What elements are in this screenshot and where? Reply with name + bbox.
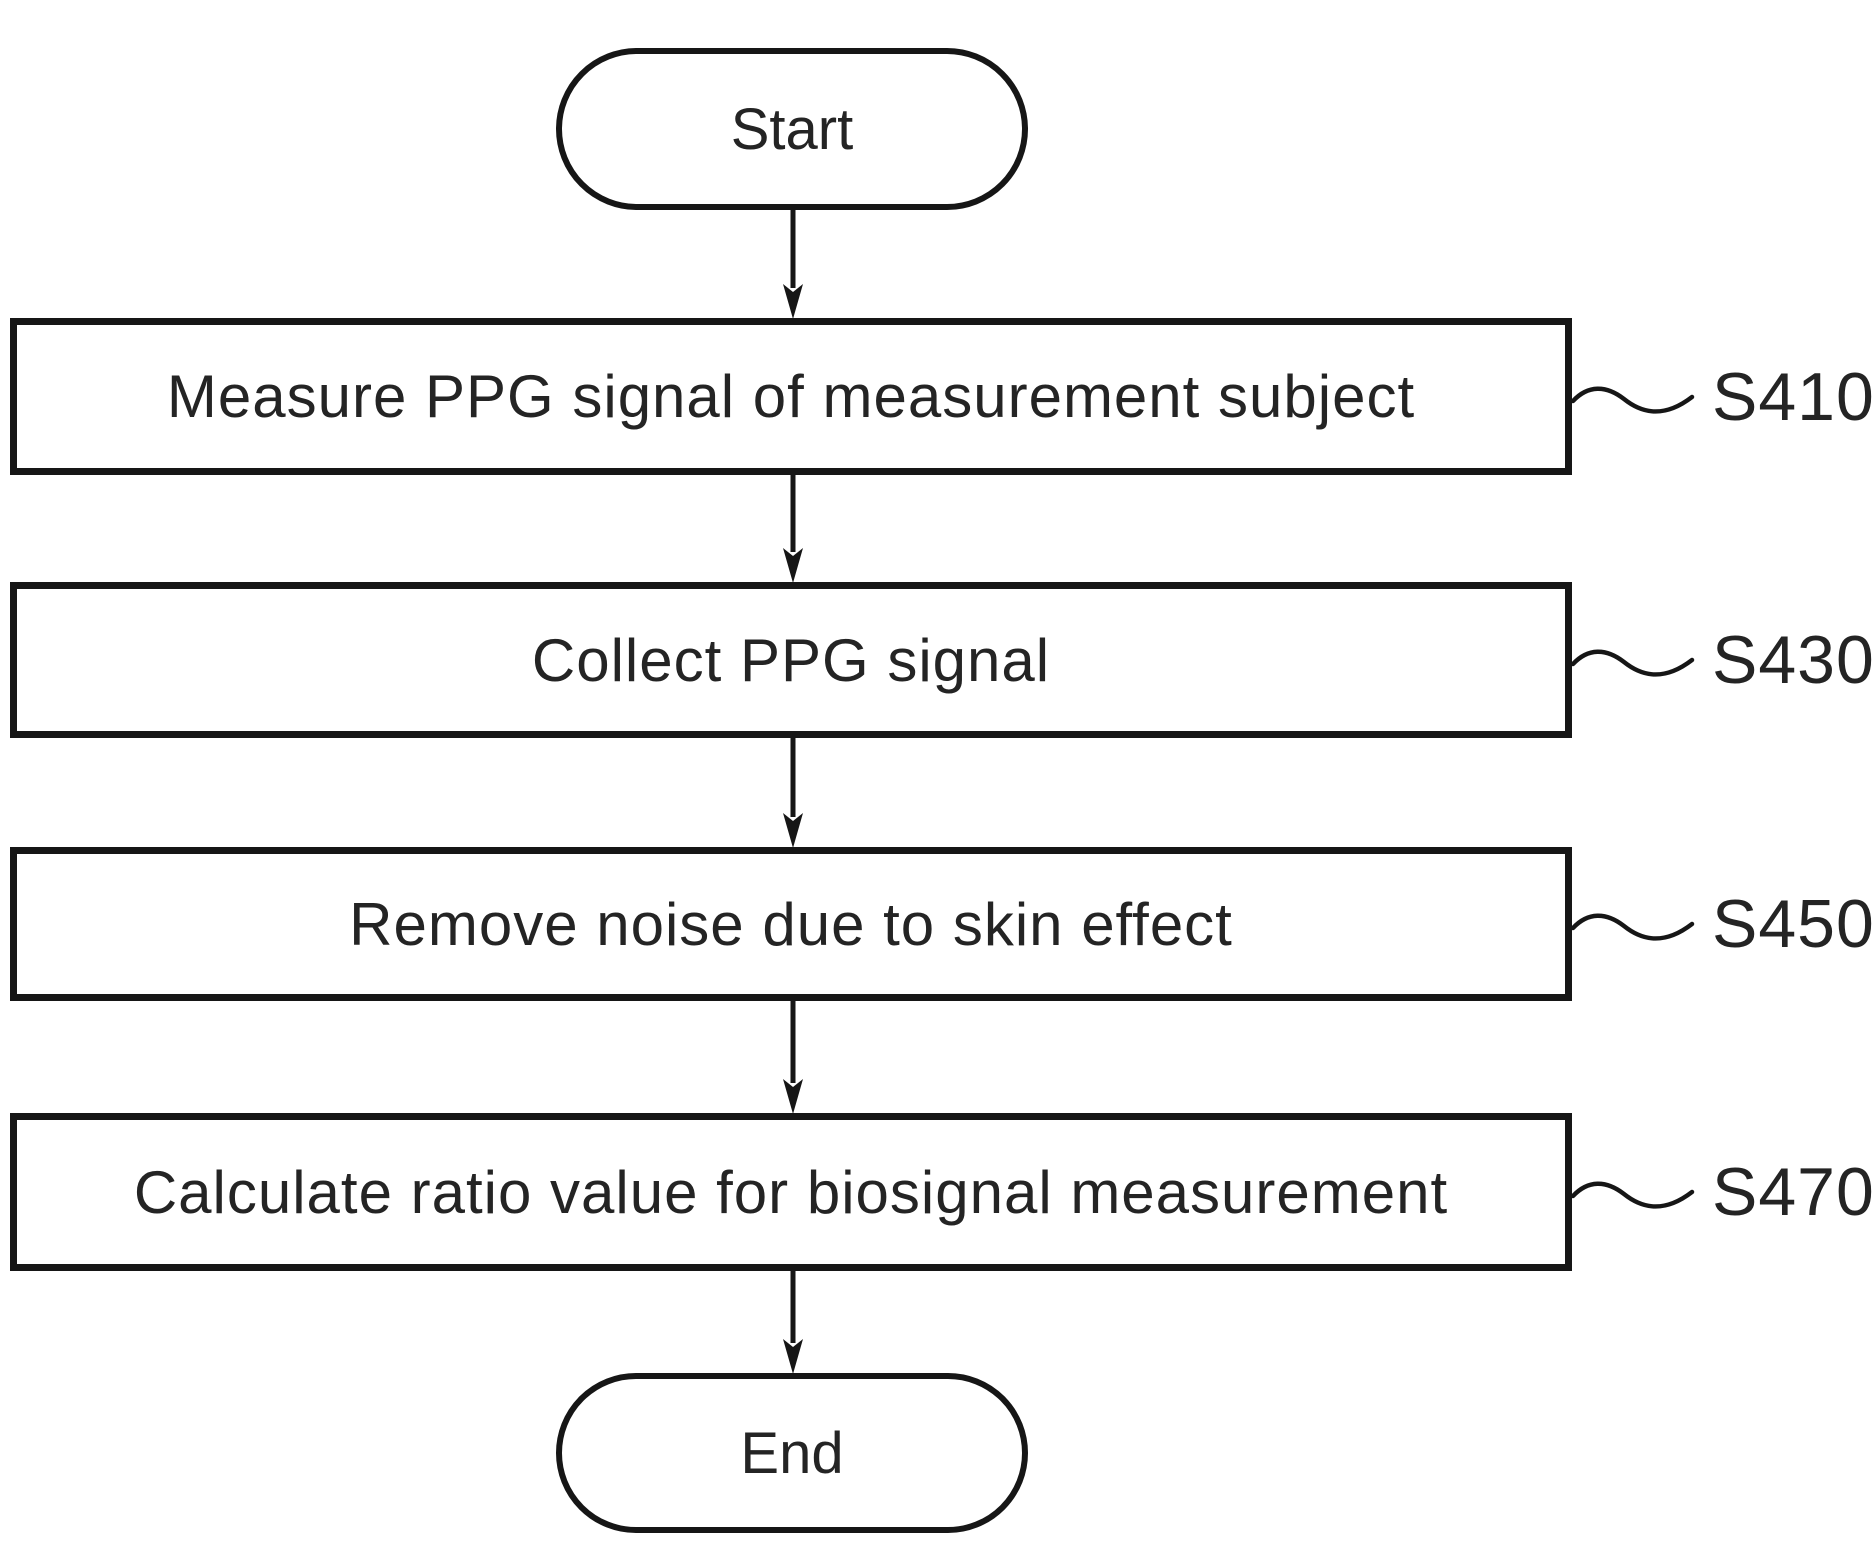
tilde-connector-icon: [1570, 649, 1695, 677]
process-label: Calculate ratio value for biosignal meas…: [133, 1158, 1449, 1226]
process-label: Measure PPG signal of measurement subjec…: [166, 363, 1416, 430]
tilde-connector-icon: [1570, 386, 1695, 414]
end-node-label: End: [740, 1420, 844, 1486]
arrow-down-icon: [783, 210, 803, 319]
step-id-label: S470: [1712, 1154, 1875, 1230]
process-box-s470: Calculate ratio value for biosignal meas…: [10, 1113, 1572, 1271]
arrow-down-icon: [783, 1000, 803, 1114]
step-id-label: S410: [1712, 359, 1875, 435]
step-ref-s470: S470: [1570, 1147, 1874, 1237]
step-id-label: S430: [1712, 622, 1875, 698]
process-box-s430: Collect PPG signal: [10, 582, 1572, 738]
tilde-connector-icon: [1570, 913, 1695, 941]
arrow-down-icon: [783, 474, 803, 583]
process-box-s410: Measure PPG signal of measurement subjec…: [10, 318, 1572, 475]
step-ref-s410: S410: [1570, 352, 1874, 442]
step-ref-s430: S430: [1570, 615, 1874, 705]
process-box-s450: Remove noise due to skin effect: [10, 847, 1572, 1001]
process-label: Collect PPG signal: [531, 626, 1051, 694]
start-node-label: Start: [730, 96, 854, 162]
arrow-down-icon: [783, 737, 803, 848]
step-id-label: S450: [1712, 886, 1875, 962]
tilde-connector-icon: [1570, 1181, 1695, 1209]
step-ref-s450: S450: [1570, 879, 1874, 969]
end-node: End: [556, 1373, 1028, 1533]
arrow-down-icon: [783, 1270, 803, 1374]
start-node: Start: [556, 48, 1028, 210]
process-label: Remove noise due to skin effect: [349, 890, 1233, 958]
